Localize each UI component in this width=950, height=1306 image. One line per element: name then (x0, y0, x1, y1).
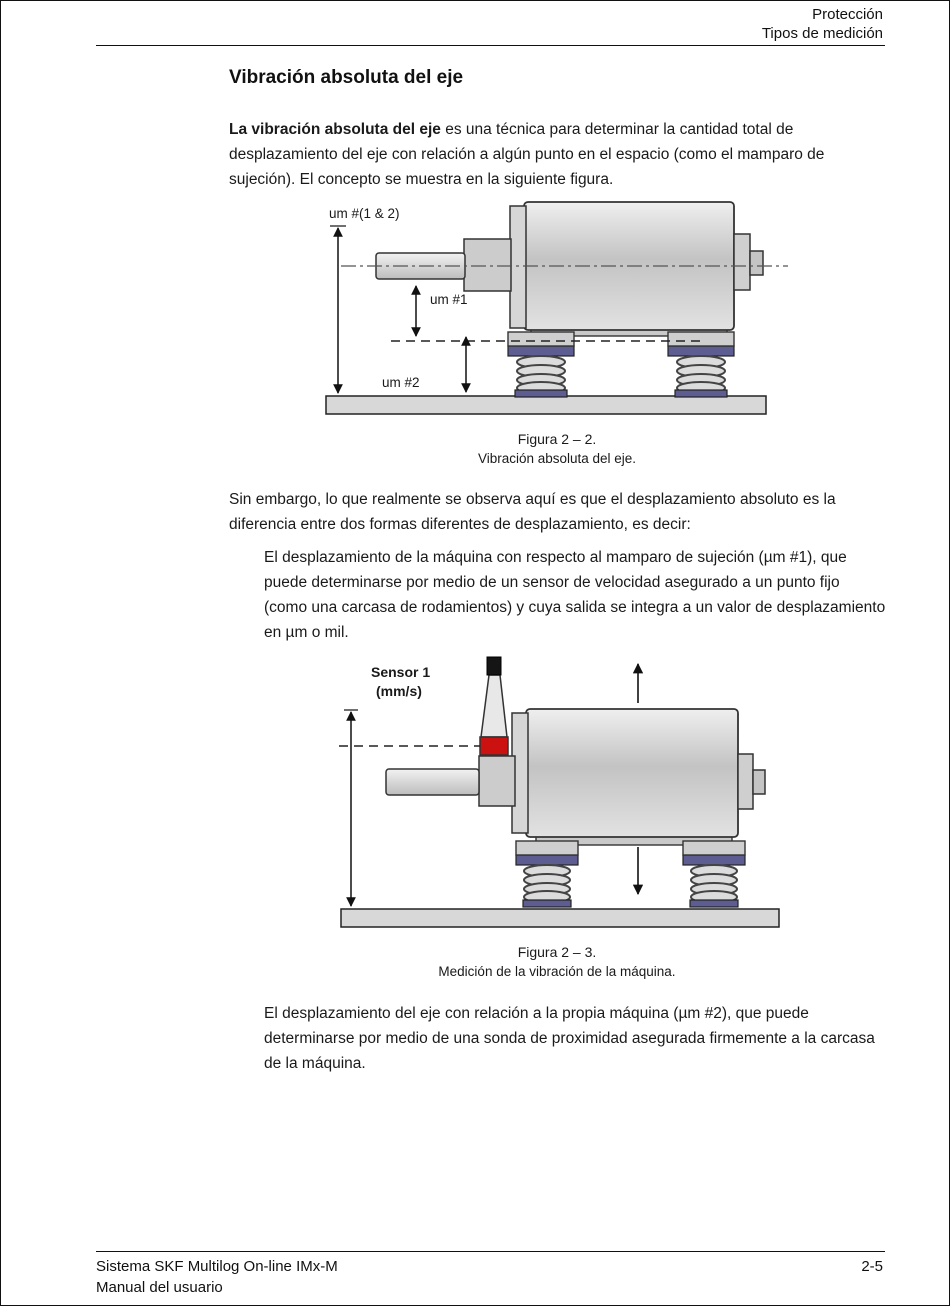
fig1-left-end-plate (509, 205, 527, 329)
fig2-base-plate (340, 908, 780, 928)
fig1-machine (375, 201, 764, 347)
figure1: um #(1 & 2) um #1 um #2 (296, 196, 796, 426)
footer-manual-name: Manual del usuario (96, 1279, 223, 1296)
figure1-caption: Figura 2 – 2. Vibración absoluta del eje… (229, 430, 885, 468)
fig2-sensor-label-line2: (mm/s) (376, 683, 422, 699)
fig1-base-plate (325, 395, 767, 415)
fig2-left-spring-mount (515, 854, 579, 908)
displacement2-paragraph: El desplazamiento del eje con relación a… (264, 1005, 875, 1072)
figure2-caption-text: Medición de la vibración de la máquina. (438, 964, 676, 979)
fig2-velocity-sensor (479, 656, 509, 756)
fig1-left-spring-mount (507, 345, 575, 398)
figure2: Sensor 1 (mm/s) (331, 651, 791, 941)
fig2-machine (385, 708, 766, 856)
fig2-right-bearing (737, 753, 754, 810)
displacement1-paragraph: El desplazamiento de la máquina con resp… (264, 549, 886, 641)
intro-rest-text: es una técnica para determinar la cantid… (229, 121, 825, 188)
page-title: Vibración absoluta del eje (229, 67, 464, 88)
observation-paragraph: Sin embargo, lo que realmente se observa… (229, 491, 836, 533)
fig2-sensor-cone (480, 674, 508, 738)
fig2-sensor-label-line1: Sensor 1 (371, 664, 430, 680)
figure1-caption-text: Vibración absoluta del eje. (477, 451, 637, 466)
header-subsection-title: Tipos de medición (761, 25, 883, 42)
figure1-diagram: um #(1 & 2) um #1 um #2 (325, 201, 788, 415)
intro-bold-text: La vibración absoluta del eje (229, 121, 441, 138)
page-header: Protección Tipos de medición (762, 5, 883, 43)
fig2-shaft (385, 768, 480, 796)
fig1-um2-label: um #2 (382, 375, 420, 390)
footer-page-number: 2-5 (861, 1258, 883, 1275)
fig2-machine-body (525, 708, 739, 838)
fig2-right-spring-mount (682, 854, 746, 908)
fig1-um12-label: um #(1 & 2) (329, 206, 400, 221)
footer-rule (96, 1251, 885, 1252)
figure2-diagram: Sensor 1 (mm/s) (339, 656, 780, 928)
figure1-caption-number: Figura 2 – 2. (517, 431, 597, 447)
fig1-right-spring-mount (667, 345, 735, 398)
footer-system-name: Sistema SKF Multilog On-line IMx-M (96, 1258, 338, 1275)
fig1-right-bearing (733, 233, 751, 291)
fig2-shaft-coupling (478, 755, 516, 807)
intro-paragraph: La vibración absoluta del eje es una téc… (229, 117, 887, 192)
fig2-sensor-tip (486, 656, 502, 676)
fig1-shaft-coupling (463, 238, 512, 292)
header-section-title: Protección (812, 6, 883, 23)
footer-document-info: Sistema SKF Multilog On-line IMx-M Manua… (96, 1256, 338, 1298)
fig2-sensor-red-band (479, 736, 509, 756)
figure2-caption-number: Figura 2 – 3. (517, 944, 597, 960)
figure2-caption: Figura 2 – 3. Medición de la vibración d… (229, 943, 885, 981)
header-rule (96, 45, 885, 46)
fig1-um1-label: um #1 (430, 292, 468, 307)
